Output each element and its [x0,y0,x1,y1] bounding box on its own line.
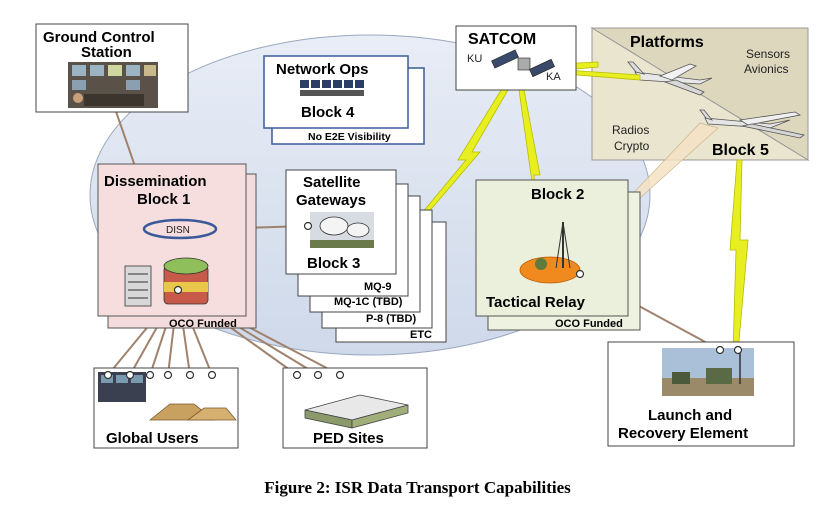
gateways-title-1: Satellite [303,174,361,191]
platforms-crypto: Crypto [614,139,650,153]
satellite-icon [491,49,555,78]
field-tents-icon [148,403,237,421]
server-rack-icon [124,265,152,307]
ground-control-title-2: Station [81,44,132,61]
building-icon [304,394,409,429]
gateways-title-2: Gateways [296,192,366,209]
field-vehicles-icon [662,348,754,396]
launch-recovery-box: Launch and Recovery Element [607,341,795,447]
tactical-block: Block 2 [531,186,584,203]
platforms-block: Block 5 [712,142,769,159]
figure-caption: Figure 2: ISR Data Transport Capabilitie… [264,478,571,497]
dissemination-box: Dissemination Block 1 DISN OCO Funded [97,163,257,330]
ped-sites-title: PED Sites [313,430,384,447]
gateway-stack-item-3: P-8 (TBD) [366,313,416,325]
network-ops-box: Network Ops Block 4 No E2E Visibility [263,55,425,145]
satcom-title: SATCOM [468,31,536,48]
satellite-gateways-stack: Satellite Gateways Block 3 MQ-9 MQ-1C (T… [285,169,447,343]
tactical-title: Tactical Relay [486,294,586,311]
dissemination-funding: OCO Funded [169,318,237,330]
launch-recovery-title-1: Launch and [648,407,732,424]
lightning-platform-launch [729,159,749,353]
dish-antenna-icon [310,212,374,248]
ped-sites-box: PED Sites [282,367,428,449]
disn-label: DISN [166,225,190,236]
platforms-radios: Radios [612,123,649,137]
isr-transport-diagram: Platforms Sensors Avionics Radios Crypto… [35,23,810,449]
ground-control-title-1: Ground Control [43,29,155,46]
launch-recovery-title-2: Recovery Element [618,425,748,442]
control-station-photo-icon [68,62,158,108]
satcom-ka: KA [546,71,561,83]
link-endpoints [103,221,743,380]
global-users-title: Global Users [106,430,199,447]
dissemination-block: Block 1 [137,191,190,208]
tactical-relay-box: Block 2 Tactical Relay OCO Funded [475,179,641,331]
monitor-wall-icon [300,80,364,96]
gateways-block: Block 3 [307,255,360,272]
gateway-stack-item-2: MQ-1C (TBD) [334,296,403,308]
network-ops-note: No E2E Visibility [308,131,391,143]
satcom-ku: KU [467,53,482,65]
uav-aircraft-icon [627,61,713,96]
platforms-title: Platforms [630,34,704,51]
ground-control-box: Ground Control Station [35,23,189,113]
router-icon [163,257,209,305]
tactical-funding: OCO Funded [555,318,623,330]
platforms-avionics: Avionics [744,62,788,76]
reaper-aircraft-icon [699,109,805,139]
network-ops-block: Block 4 [301,104,355,121]
dissemination-title: Dissemination [104,173,207,190]
gateway-stack-item-4: ETC [410,329,432,341]
network-ops-title: Network Ops [276,61,369,78]
platforms-panel: Platforms Sensors Avionics Radios Crypto… [590,27,810,161]
gateway-stack-item-1: MQ-9 [364,281,392,293]
satcom-box: SATCOM KU KA [455,25,577,91]
relay-tower-icon [519,221,581,284]
disn-ring-icon [142,218,218,240]
global-users-box: Global Users [93,367,239,449]
platforms-sensors: Sensors [746,47,790,61]
